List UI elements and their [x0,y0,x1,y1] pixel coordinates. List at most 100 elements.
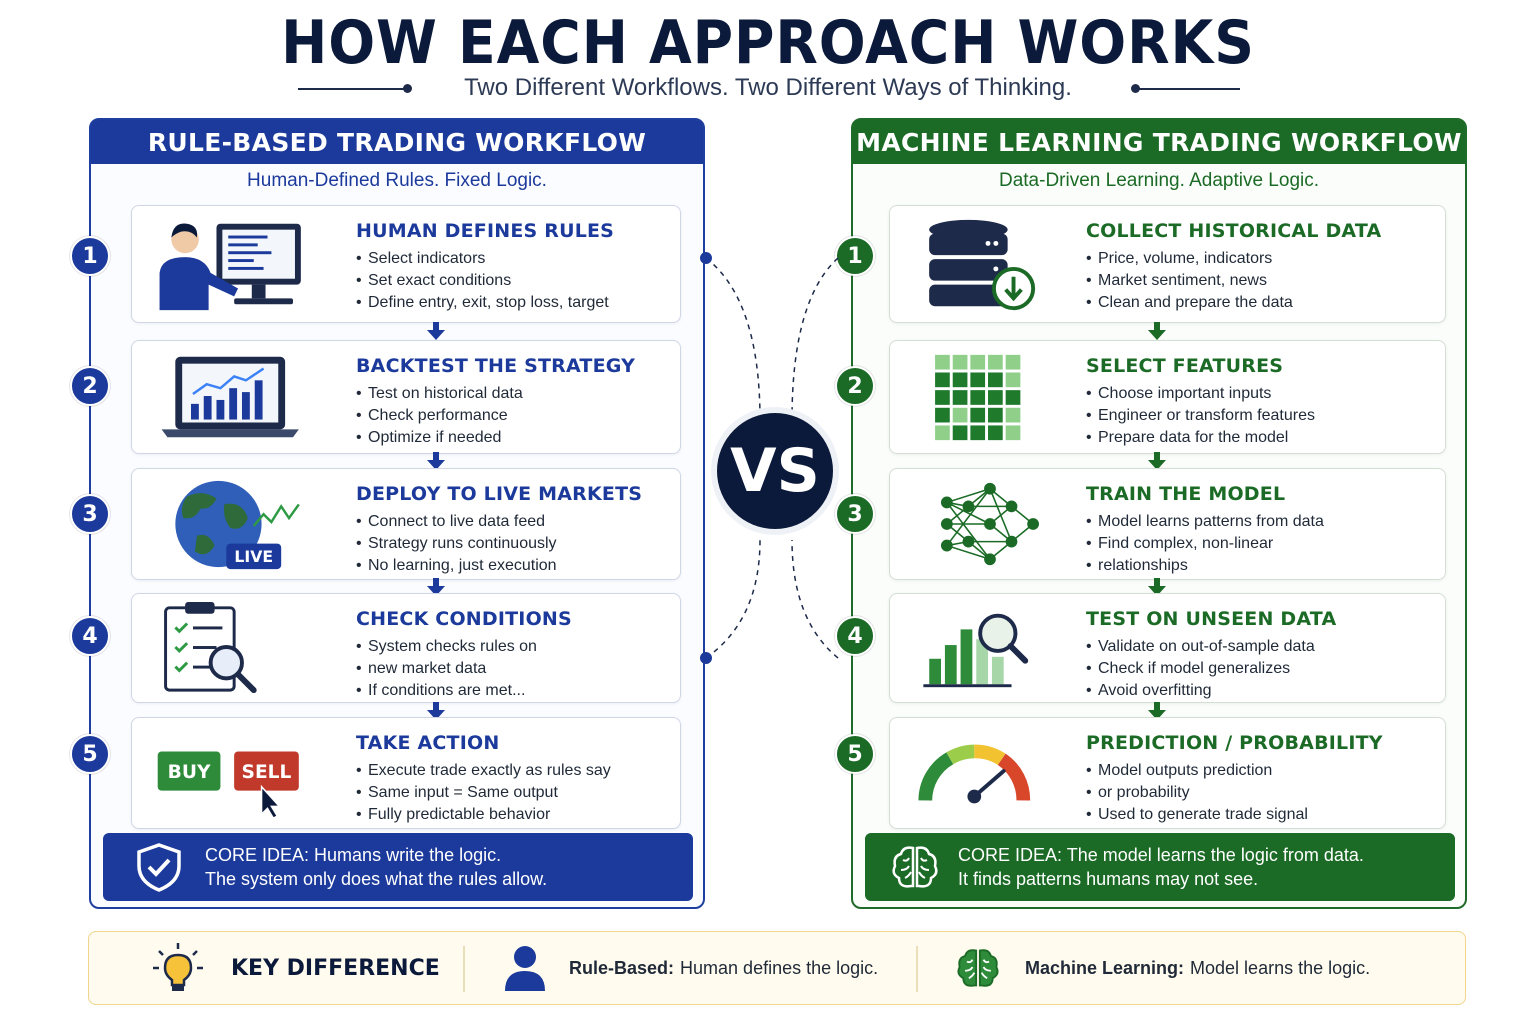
ml-step-5-card: 5 PREDICTION / PROBABILITY Model outputs… [835,717,1446,829]
down-arrow-icon [427,322,445,340]
rule-step-2-bullets: Test on historical data Check performanc… [356,383,523,449]
bullet-continued: or probability [1086,782,1308,804]
core-line-2: The system only does what the rules allo… [205,869,548,889]
bullet: Find complex, non-linear [1086,533,1324,555]
rule-step-1-title: HUMAN DEFINES RULES [356,220,615,242]
feature-cell [1005,354,1021,370]
ml-step-4-title: TEST ON UNSEEN DATA [1086,608,1337,630]
subtitle-dot-left [403,84,412,93]
bullet: Validate on out-of-sample data [1086,636,1315,658]
rule-step-3-number: 3 [70,494,110,534]
feature-cell [988,407,1003,423]
feature-cell [988,354,1003,370]
database-download-icon [929,219,1036,311]
feature-cell [970,407,986,423]
feature-cell [935,425,950,441]
bullet: Market sentiment, news [1086,270,1293,292]
down-arrow-icon [1148,322,1166,340]
core-label: CORE IDEA: [205,845,310,865]
feature-cell [1005,407,1021,423]
rule-step-5-bullets: Execute trade exactly as rules say Same … [356,760,611,826]
ml-step-1-bullets: Price, volume, indicators Market sentime… [1086,248,1293,314]
lightbulb-icon [153,943,203,991]
key-rule-label: Rule-Based: [569,957,675,978]
feature-cell [935,390,950,405]
key-rule-based: Rule-Based: Human defines the logic. [503,932,878,1004]
bullet-continuation: relationships [1098,557,1188,574]
subtitle-row: Two Different Workflows. Two Different W… [0,74,1536,104]
core-line-2: It finds patterns humans may not see. [958,869,1259,889]
rule-step-5-card: 5 BUY SELL TAKE ACTION Execute trade exa… [70,717,681,829]
key-difference-title-group: KEY DIFFERENCE [151,932,440,1004]
feature-cell [952,372,968,388]
bullet: System checks rules on [356,636,537,658]
feature-cell [988,372,1003,388]
bullet: Model outputs prediction [1086,760,1308,782]
person-at-computer-icon [159,223,301,311]
subtitle-divider-left [298,88,406,90]
bullet: Fully predictable behavior [356,804,611,826]
ml-step-2-title: SELECT FEATURES [1086,355,1284,377]
rule-step-3-card: 3 LIVE DEPLOY TO LIVE MARKETS Connect to… [70,468,681,580]
ml-step-2-bullets: Choose important inputs Engineer or tran… [1086,383,1315,449]
feature-cell [988,425,1003,441]
ml-step-3-card: 3 TRAIN THE MODEL Model learns patterns … [835,468,1446,580]
rule-step-1-card: 1 HUMAN DEFINES RULES Select indicators … [70,205,681,323]
feature-cell [988,390,1003,405]
feature-cell [952,425,968,441]
bullet: Execute trade exactly as rules say [356,760,611,782]
rule-step-1-bullets: Select indicators Set exact conditions D… [356,248,609,314]
bullet: Price, volume, indicators [1086,248,1293,270]
bullet: Select indicators [356,248,609,270]
ml-step-5-number: 5 [835,734,875,774]
bullet: Optimize if needed [356,427,523,449]
feature-cell [1005,372,1021,388]
bullet: Strategy runs continuously [356,533,557,555]
brain-icon [892,846,938,888]
bullet: Prepare data for the model [1086,427,1315,449]
down-arrow-icon [1148,702,1166,720]
vs-badge: VS [717,413,833,529]
feature-grid-icon [935,354,1021,441]
buy-sell-buttons-icon: BUY SELL [157,751,299,820]
globe-live-icon: LIVE [175,480,300,570]
feature-cell [1005,390,1021,405]
down-arrow-icon [427,578,445,596]
bullet-continued: new market data [356,658,537,680]
laptop-chart-icon [161,356,299,438]
bar-chart-magnifier-icon [923,613,1029,688]
buy-button-label: BUY [168,762,211,783]
ml-step-4-bullets: Validate on out-of-sample data Check if … [1086,636,1315,702]
bullet: Test on historical data [356,383,523,405]
bullet: Check performance [356,405,523,427]
ml-step-2-card: 2 SELECT FEATURES Choose important input… [835,340,1446,454]
bullet: Clean and prepare the data [1086,292,1293,314]
feature-cell [970,354,986,370]
rule-step-4-number: 4 [70,616,110,656]
rule-step-4-title: CHECK CONDITIONS [356,608,572,630]
bullet: Set exact conditions [356,270,609,292]
bullet: Engineer or transform features [1086,405,1315,427]
key-difference-bar: KEY DIFFERENCE Rule-Based: Human defines… [88,931,1466,1005]
rule-based-tagline: Human-Defined Rules. Fixed Logic. [247,170,547,191]
bullet: Same input = Same output [356,782,611,804]
feature-cell [952,390,968,405]
rule-core-idea: CORE IDEA: Humans write the logic. The s… [103,833,693,901]
rule-step-3-bullets: Connect to live data feed Strategy runs … [356,511,557,577]
subtitle-dot-right [1131,84,1140,93]
bullet: No learning, just execution [356,555,557,577]
rule-step-4-bullets: System checks rules on new market data I… [356,636,537,702]
key-ml-text: Model learns the logic. [1190,957,1371,978]
feature-cell [970,425,986,441]
bullet: Connect to live data feed [356,511,557,533]
feature-cell [952,354,968,370]
key-rule-text: Human defines the logic. [680,957,879,978]
vs-connector-lines [700,252,839,664]
core-label: CORE IDEA: [958,845,1063,865]
bullet: If conditions are met... [356,680,537,702]
key-machine-learning: Machine Learning: Model learns the logic… [955,932,1370,1004]
machine-learning-panel: MACHINE LEARNING TRADING WORKFLOW Data-D… [835,118,1467,909]
rule-core-text: CORE IDEA: Humans write the logic. The s… [205,843,547,891]
neural-network-icon [940,482,1039,566]
feature-cell [952,407,968,423]
